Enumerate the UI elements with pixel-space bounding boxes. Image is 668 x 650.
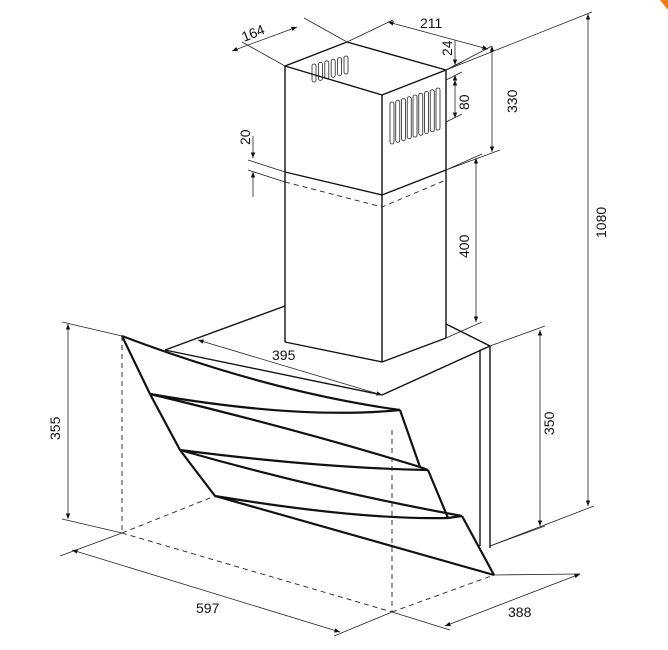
dim-chimney-depth: 211 [420,15,443,31]
vent-slot [390,102,394,144]
hidden-footprint [122,336,494,612]
vent-slot [338,58,342,76]
vent-slot [413,95,417,137]
dim-chimney-width: 164 [239,21,267,45]
dim-body-height: 350 [541,411,557,435]
vent-grille-left [312,56,348,82]
dim-total-depth: 388 [508,604,532,620]
vent-slot [430,90,434,132]
vent-slot [402,99,406,141]
vent-slot [344,56,348,74]
vent-grille-right [390,88,440,144]
dim-upper-chimney-height: 330 [504,89,520,113]
vent-slot [425,92,429,134]
vent-slot [419,93,423,135]
vent-slot [396,100,400,142]
vent-slot [325,61,329,79]
vent-slot [331,59,335,77]
vent-slot [312,64,316,82]
vent-slot [407,97,411,139]
corner-accent-mark [658,0,668,14]
dim-front-height: 355 [47,416,63,440]
dim-overlap: 20 [237,129,253,145]
dim-lower-chimney-height: 400 [456,234,472,258]
dim-grille-offset: 24 [439,40,455,56]
dim-grille-height: 80 [456,94,472,110]
dim-total-width: 597 [196,600,220,616]
dim-body-depth: 395 [272,347,296,363]
dim-total-height: 1080 [593,207,609,238]
chimney [285,42,446,362]
vent-slot [436,88,440,130]
